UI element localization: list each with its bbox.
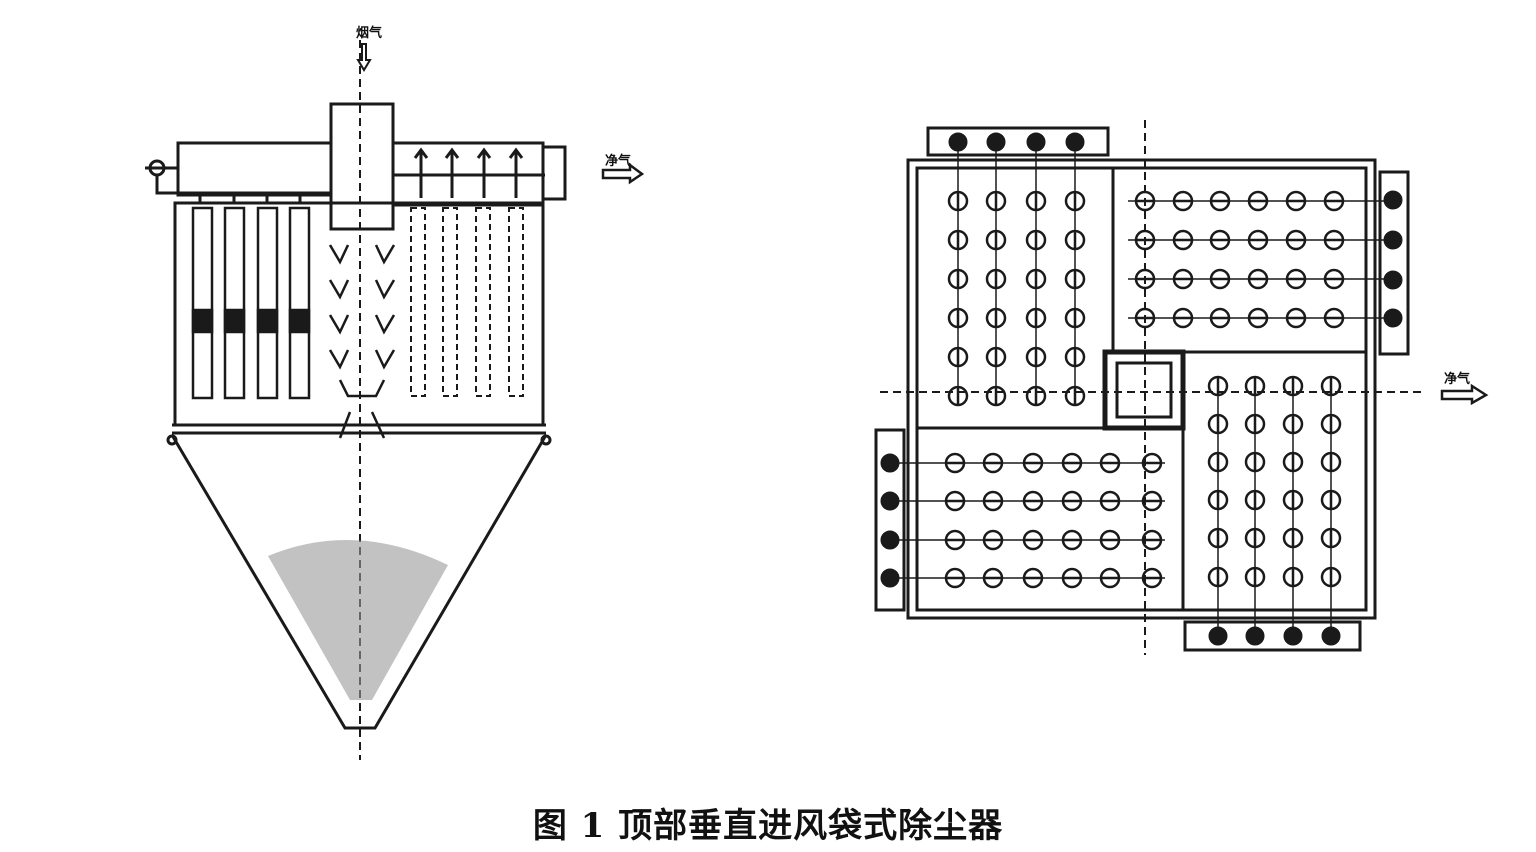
manifold-left bbox=[874, 428, 906, 612]
inlet-duct bbox=[329, 102, 395, 231]
manifold-top bbox=[926, 126, 1110, 157]
outlet-label-side: 净气 bbox=[605, 154, 632, 169]
inlet-hub bbox=[1102, 349, 1186, 431]
outlet-arrow-icon bbox=[1440, 383, 1489, 406]
plan-outer bbox=[906, 158, 1377, 620]
side-view bbox=[145, 40, 645, 760]
plan-view bbox=[874, 120, 1489, 655]
inlet-label: 烟气 bbox=[356, 26, 383, 41]
plan-bags bbox=[885, 150, 1395, 640]
manifold-right bbox=[1378, 170, 1410, 356]
flow-arrows bbox=[328, 244, 396, 439]
manifold-bottom bbox=[1183, 620, 1362, 652]
filter-bags-right bbox=[410, 207, 524, 397]
outlet-flange bbox=[541, 145, 567, 201]
hopper bbox=[170, 434, 548, 730]
dust-pile bbox=[268, 540, 448, 700]
filter-bags-left bbox=[191, 206, 311, 400]
outlet-arrow-icon bbox=[601, 162, 645, 185]
blow-nozzles bbox=[413, 147, 524, 198]
top-plenum-left bbox=[176, 141, 333, 197]
outlet-label-plan: 净气 bbox=[1444, 372, 1471, 387]
inlet-arrow-icon bbox=[356, 43, 372, 72]
figure-caption: 图 1 顶部垂直进风袋式除尘器 bbox=[532, 806, 1004, 846]
